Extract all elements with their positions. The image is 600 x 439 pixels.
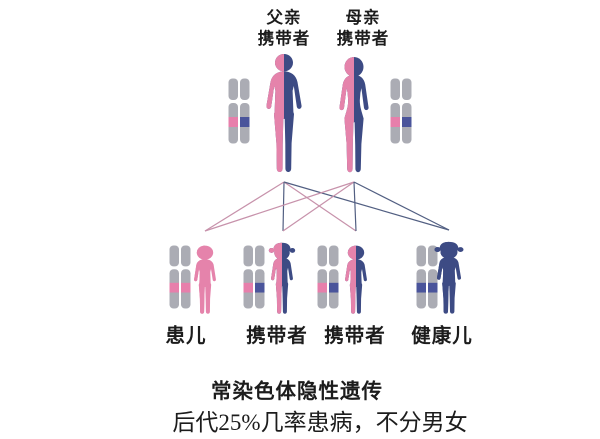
child-3-chromosome-pair	[317, 245, 339, 309]
child-3-figure	[336, 244, 376, 316]
father-chromosome-pair	[228, 78, 250, 144]
child-3-label: 携带者	[324, 325, 386, 347]
mother-figure	[324, 56, 384, 179]
father-label: 父亲 携带者	[258, 8, 311, 50]
diagram-title: 常染色体隐性遗传	[211, 380, 383, 403]
child-2-figure	[262, 242, 302, 316]
father-figure	[254, 53, 314, 179]
mother-label-line1: 母亲	[345, 9, 381, 27]
mother-label: 母亲 携带者	[337, 8, 390, 50]
father-label-line2: 携带者	[257, 30, 311, 48]
child-2-label: 携带者	[246, 325, 308, 347]
father-label-line1: 父亲	[266, 9, 302, 27]
mother-chromosome-pair	[390, 78, 412, 144]
child-4-label: 健康儿	[411, 325, 473, 347]
child-2-chromosome-pair	[243, 245, 265, 309]
child-1-chromosome-pair	[169, 245, 191, 309]
child-1-label: 患儿	[165, 325, 207, 347]
child-4-chromosome-pair	[416, 245, 438, 309]
diagram-subtitle: 后代25%几率患病，不分男女	[172, 410, 468, 435]
mother-label-line2: 携带者	[336, 30, 390, 48]
child-4-figure	[427, 241, 471, 316]
child-1-figure	[185, 244, 225, 316]
